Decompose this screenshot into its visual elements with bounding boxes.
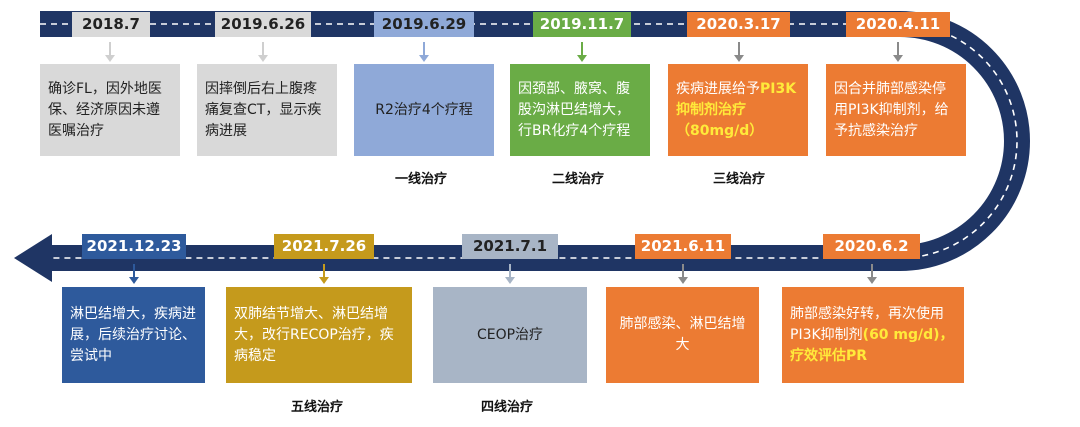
date-badge: 2019.6.29: [374, 12, 474, 37]
date-badge: 2021.7.1: [462, 234, 558, 259]
treatment-line-label: 一线治疗: [395, 172, 448, 187]
dosage-highlight: (60 mg/d)，疗效评估PR: [790, 326, 954, 364]
treatment-line-label: 三线治疗: [713, 172, 766, 187]
date-badge: 2020.3.17: [687, 12, 790, 37]
date-badge: 2019.6.26: [215, 12, 311, 37]
date-badge: 2020.6.2: [823, 234, 920, 259]
event-text: 疾病进展给予: [676, 80, 760, 97]
connector-arrow: [678, 264, 688, 284]
date-badge: 2021.6.11: [635, 234, 731, 259]
event-box: 因颈部、腋窝、腹股沟淋巴结增大，行BR化疗4个疗程: [510, 64, 650, 156]
event-box-text: 肺部感染好转，再次使用PI3K抑制剂(60 mg/d)，疗效评估PR: [790, 304, 956, 367]
event-box: 淋巴结增大，疾病进展，后续治疗讨论、尝试中: [62, 287, 205, 383]
treatment-line-label: 四线治疗: [481, 400, 534, 415]
event-box: 疾病进展给予PI3K抑制剂治疗（80mg/d）: [668, 64, 808, 156]
event-box: R2治疗4个疗程: [354, 64, 494, 156]
date-badge: 2018.7: [72, 12, 150, 37]
treatment-line-label: 二线治疗: [552, 172, 605, 187]
connector-arrow: [258, 42, 268, 62]
date-badge: 2019.11.7: [533, 12, 631, 37]
connector-arrow: [867, 264, 877, 284]
event-box: 双肺结节增大、淋巴结增大，改行RECOP治疗，疾病稳定: [226, 287, 412, 383]
event-box: 因摔倒后右上腹疼痛复查CT，显示疾病进展: [197, 64, 337, 156]
date-badge: 2020.4.11: [846, 12, 950, 37]
connector-arrow: [419, 42, 429, 62]
connector-arrow: [319, 264, 329, 284]
dosage-highlight: PI3K抑制剂治疗（80mg/d）: [676, 80, 797, 139]
event-box: 肺部感染、淋巴结增大: [606, 287, 759, 383]
event-box: 肺部感染好转，再次使用PI3K抑制剂(60 mg/d)，疗效评估PR: [782, 287, 964, 383]
date-badge: 2021.12.23: [82, 234, 186, 259]
event-text: 肺部感染好转，再次使用PI3K抑制剂: [790, 305, 944, 343]
event-box: 确诊FL，因外地医保、经济原因未遵医嘱治疗: [40, 64, 180, 156]
timeline-dashes: [40, 23, 1018, 259]
event-box: 因合并肺部感染停用PI3K抑制剂，给予抗感染治疗: [826, 64, 966, 156]
date-badge: 2021.7.26: [274, 234, 374, 259]
event-box: CEOP治疗: [433, 287, 587, 383]
connector-arrow: [105, 42, 115, 62]
connector-arrow: [505, 264, 515, 284]
event-box-text: 疾病进展给予PI3K抑制剂治疗（80mg/d）: [676, 79, 800, 142]
connector-arrow: [577, 42, 587, 62]
timeline-arrowhead: [14, 234, 52, 282]
connector-arrow: [893, 42, 903, 62]
connector-arrow: [129, 264, 139, 284]
connector-arrow: [734, 42, 744, 62]
treatment-line-label: 五线治疗: [291, 400, 344, 415]
